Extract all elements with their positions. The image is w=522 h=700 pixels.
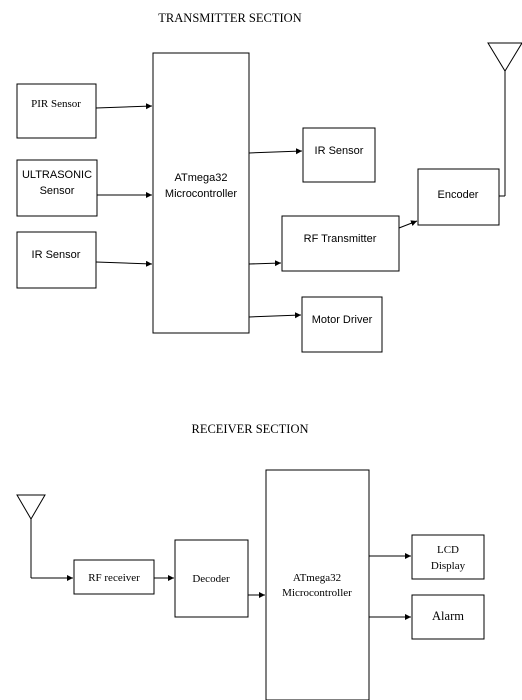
ultrasonic-sensor-block: ULTRASONIC Sensor: [16, 159, 98, 217]
alarm-block: Alarm: [411, 594, 485, 640]
receiver-mcu-label-line1: ATmega32: [293, 572, 341, 584]
encoder-label: Encoder: [438, 189, 479, 201]
ir-sensor-input-block: IR Sensor: [16, 231, 97, 289]
receiver-section-title: RECEIVER SECTION: [191, 422, 308, 436]
decoder-block: Decoder: [174, 539, 249, 618]
receiver-mcu-label-line2: Microcontroller: [282, 587, 352, 599]
rf-transmitter-block: RF Transmitter: [281, 215, 400, 272]
ultrasonic-sensor-label-line2: Sensor: [40, 185, 75, 197]
lcd-display-label-line2: Display: [431, 560, 466, 572]
encoder-block: Encoder: [417, 168, 500, 226]
rf-transmitter-label: RF Transmitter: [304, 233, 377, 245]
transmitter-mcu-label-line1: ATmega32: [175, 172, 228, 184]
ir-sensor-input-label: IR Sensor: [32, 249, 81, 261]
alarm-label: Alarm: [432, 609, 464, 623]
lcd-display-label-line1: LCD: [437, 544, 459, 556]
pir-sensor-label: PIR Sensor: [31, 98, 81, 110]
ultrasonic-sensor-label-line1: ULTRASONIC: [22, 169, 92, 181]
transmitter-section-title: TRANSMITTER SECTION: [158, 11, 301, 25]
motor-driver-block: Motor Driver: [301, 296, 383, 353]
receiver-antenna-icon: [16, 494, 46, 578]
mcu-to-rf-transmitter-arrow: [248, 260, 282, 267]
transmitter-mcu-label-line2: Microcontroller: [165, 188, 237, 200]
ir-sensor-output-label: IR Sensor: [315, 145, 364, 157]
ir-sensor-output-block: IR Sensor: [302, 127, 376, 183]
transmitter-mcu-block: ATmega32 Microcontroller: [152, 52, 250, 334]
motor-driver-label: Motor Driver: [312, 314, 373, 326]
rf-receiver-label: RF receiver: [88, 572, 140, 584]
transmitter-antenna-icon: [487, 42, 522, 197]
rf-transmitter-to-encoder-arrow: [398, 220, 418, 229]
ir-input-to-mcu-arrow: [95, 260, 153, 267]
receiver-mcu-block: ATmega32 Microcontroller: [265, 469, 370, 700]
decoder-label: Decoder: [192, 573, 230, 585]
pir-to-mcu-arrow: [95, 103, 153, 110]
mcu-to-ir-output-arrow: [248, 148, 303, 155]
mcu-to-motor-driver-arrow: [248, 312, 302, 319]
rf-receiver-block: RF receiver: [73, 559, 155, 595]
pir-sensor-block: PIR Sensor: [16, 83, 97, 139]
lcd-display-block: LCD Display: [411, 534, 485, 580]
